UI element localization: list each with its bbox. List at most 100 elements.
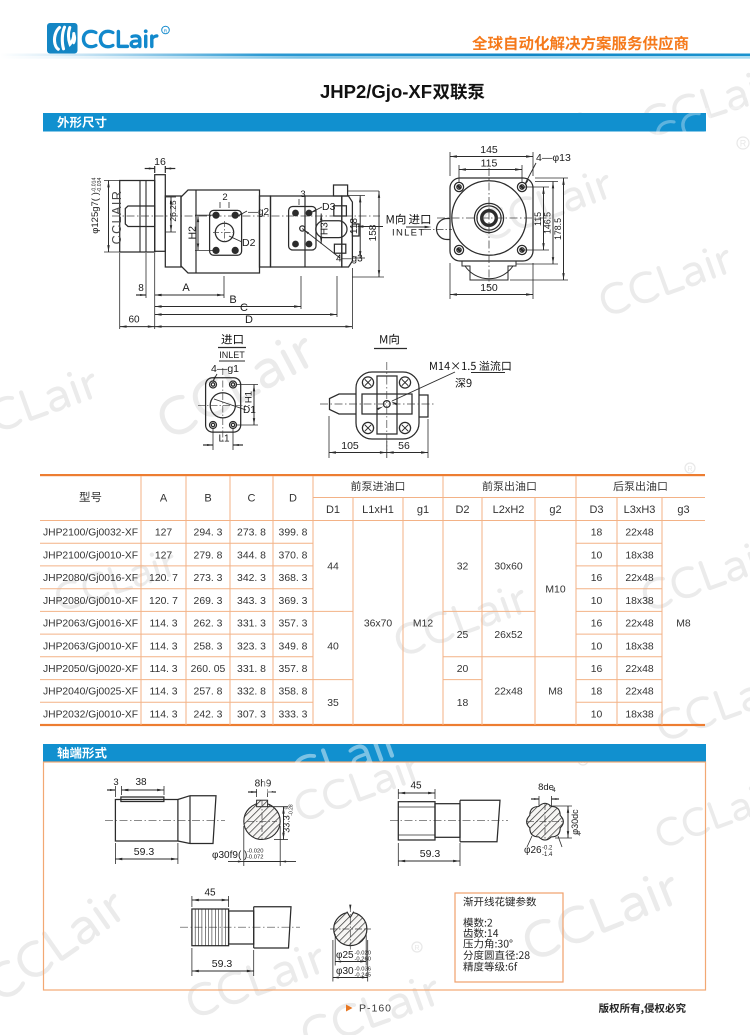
svg-text:10: 10 <box>591 550 603 561</box>
svg-text:127: 127 <box>155 528 173 539</box>
svg-text:18: 18 <box>591 528 603 539</box>
svg-text:2: 2 <box>222 192 227 203</box>
svg-text:10: 10 <box>591 596 603 607</box>
svg-text:JHP2080/Gj0010-XF: JHP2080/Gj0010-XF <box>43 596 138 607</box>
svg-text:45: 45 <box>204 888 216 899</box>
svg-text:M8: M8 <box>548 687 563 698</box>
svg-text:368. 3: 368. 3 <box>279 573 308 584</box>
svg-text:331. 3: 331. 3 <box>237 619 266 630</box>
svg-text:114. 3: 114. 3 <box>149 687 177 698</box>
svg-text:-0.2: -0.2 <box>542 846 553 852</box>
svg-text:D3: D3 <box>589 504 603 516</box>
svg-text:B: B <box>204 492 211 504</box>
svg-text:273. 8: 273. 8 <box>237 528 266 539</box>
svg-text:C: C <box>248 492 256 504</box>
svg-text:INLET: INLET <box>392 228 425 239</box>
svg-text:18x38: 18x38 <box>625 709 654 720</box>
svg-text:158: 158 <box>368 224 379 241</box>
svg-text:30x60: 30x60 <box>494 562 523 573</box>
svg-text:g2: g2 <box>549 504 561 516</box>
svg-text:—g2: —g2 <box>248 207 270 218</box>
svg-text:18x38: 18x38 <box>625 550 654 561</box>
svg-text:16: 16 <box>154 156 166 168</box>
svg-text:C: C <box>240 302 248 314</box>
svg-text:114. 3: 114. 3 <box>149 664 177 675</box>
svg-text:10: 10 <box>591 709 603 720</box>
svg-text:D2: D2 <box>242 237 256 249</box>
svg-text:INLET: INLET <box>219 350 245 360</box>
svg-text:16: 16 <box>591 573 603 584</box>
svg-text:344. 8: 344. 8 <box>237 550 266 561</box>
svg-text:M10: M10 <box>545 584 565 595</box>
svg-text:16: 16 <box>591 664 603 675</box>
svg-text:JHP2032/Gj0010-XF: JHP2032/Gj0010-XF <box>43 709 138 720</box>
svg-text:A: A <box>182 282 190 294</box>
svg-text:22x48: 22x48 <box>625 573 654 584</box>
svg-text:R: R <box>164 28 168 34</box>
svg-text:M8: M8 <box>676 619 691 630</box>
svg-text:-0.020: -0.020 <box>355 951 371 957</box>
svg-text:4—g1: 4—g1 <box>211 363 239 375</box>
svg-text:4: 4 <box>577 832 583 836</box>
svg-text:258. 3: 258. 3 <box>194 641 223 652</box>
svg-text:R: R <box>414 945 419 952</box>
svg-text:18: 18 <box>591 687 603 698</box>
svg-text:114. 3: 114. 3 <box>149 641 177 652</box>
svg-text:L2xH2: L2xH2 <box>493 504 525 516</box>
svg-text:273. 3: 273. 3 <box>194 573 223 584</box>
svg-text:120. 7: 120. 7 <box>149 596 178 607</box>
svg-text:0: 0 <box>284 806 290 809</box>
svg-text:JHP2040/Gj0025-XF: JHP2040/Gj0025-XF <box>43 687 138 698</box>
svg-text:44: 44 <box>327 562 339 573</box>
svg-text:4—g3: 4—g3 <box>336 254 363 265</box>
svg-text:-0.260: -0.260 <box>355 957 371 963</box>
svg-text:10: 10 <box>591 641 603 652</box>
svg-text:18x38: 18x38 <box>625 641 654 652</box>
svg-text:333. 3: 333. 3 <box>279 709 308 720</box>
svg-text:-0.014: -0.014 <box>92 178 98 193</box>
svg-text:D1: D1 <box>243 405 256 416</box>
svg-text:32: 32 <box>457 562 469 573</box>
svg-text:59.3: 59.3 <box>212 958 233 970</box>
svg-text:JHP2050/Gj0020-XF: JHP2050/Gj0020-XF <box>43 664 138 675</box>
svg-text:D: D <box>289 492 297 504</box>
svg-text:33.3: 33.3 <box>282 815 292 833</box>
svg-text:294. 3: 294. 3 <box>194 528 223 539</box>
svg-text:332. 8: 332. 8 <box>237 687 266 698</box>
svg-text:146.5: 146.5 <box>542 212 552 234</box>
svg-text:-0.072: -0.072 <box>247 855 263 861</box>
svg-text:JHP2/Gjo-XF: JHP2/Gjo-XF <box>320 81 432 102</box>
svg-text:59.3: 59.3 <box>134 846 155 858</box>
svg-text:22x48: 22x48 <box>625 528 654 539</box>
svg-text:18x38: 18x38 <box>625 596 654 607</box>
svg-text:D1: D1 <box>326 504 340 516</box>
svg-text:JHP2063/Gj0010-XF: JHP2063/Gj0010-XF <box>43 641 138 652</box>
svg-text:357. 8: 357. 8 <box>279 664 308 675</box>
svg-text:-0.034: -0.034 <box>97 178 103 193</box>
svg-text:399. 8: 399. 8 <box>279 528 308 539</box>
svg-text:D: D <box>245 314 253 326</box>
svg-text:349. 8: 349. 8 <box>279 641 308 652</box>
svg-text:35: 35 <box>327 698 339 709</box>
svg-text:38: 38 <box>135 777 147 788</box>
svg-text:R: R <box>740 139 747 149</box>
svg-text:g3: g3 <box>677 504 689 516</box>
svg-text:16: 16 <box>591 619 603 630</box>
svg-text:150: 150 <box>480 282 498 294</box>
svg-text:4—φ13: 4—φ13 <box>536 152 571 164</box>
svg-text:40: 40 <box>327 641 339 652</box>
svg-text:22x48: 22x48 <box>494 687 523 698</box>
svg-text:120. 7: 120. 7 <box>149 573 178 584</box>
svg-text:342. 3: 342. 3 <box>237 573 266 584</box>
svg-text:257. 8: 257. 8 <box>194 687 223 698</box>
svg-text:JHP2080/Gj0016-XF: JHP2080/Gj0016-XF <box>43 573 138 584</box>
svg-text:22x48: 22x48 <box>625 664 654 675</box>
svg-text:127: 127 <box>155 550 173 561</box>
svg-text:145: 145 <box>480 144 498 156</box>
svg-text:262. 3: 262. 3 <box>194 619 223 630</box>
svg-text:8de: 8de <box>538 782 554 793</box>
svg-text:D3: D3 <box>322 201 336 213</box>
svg-text:3: 3 <box>300 189 305 200</box>
svg-text:φ30dc: φ30dc <box>570 809 580 835</box>
svg-text:-0.036: -0.036 <box>355 967 371 973</box>
